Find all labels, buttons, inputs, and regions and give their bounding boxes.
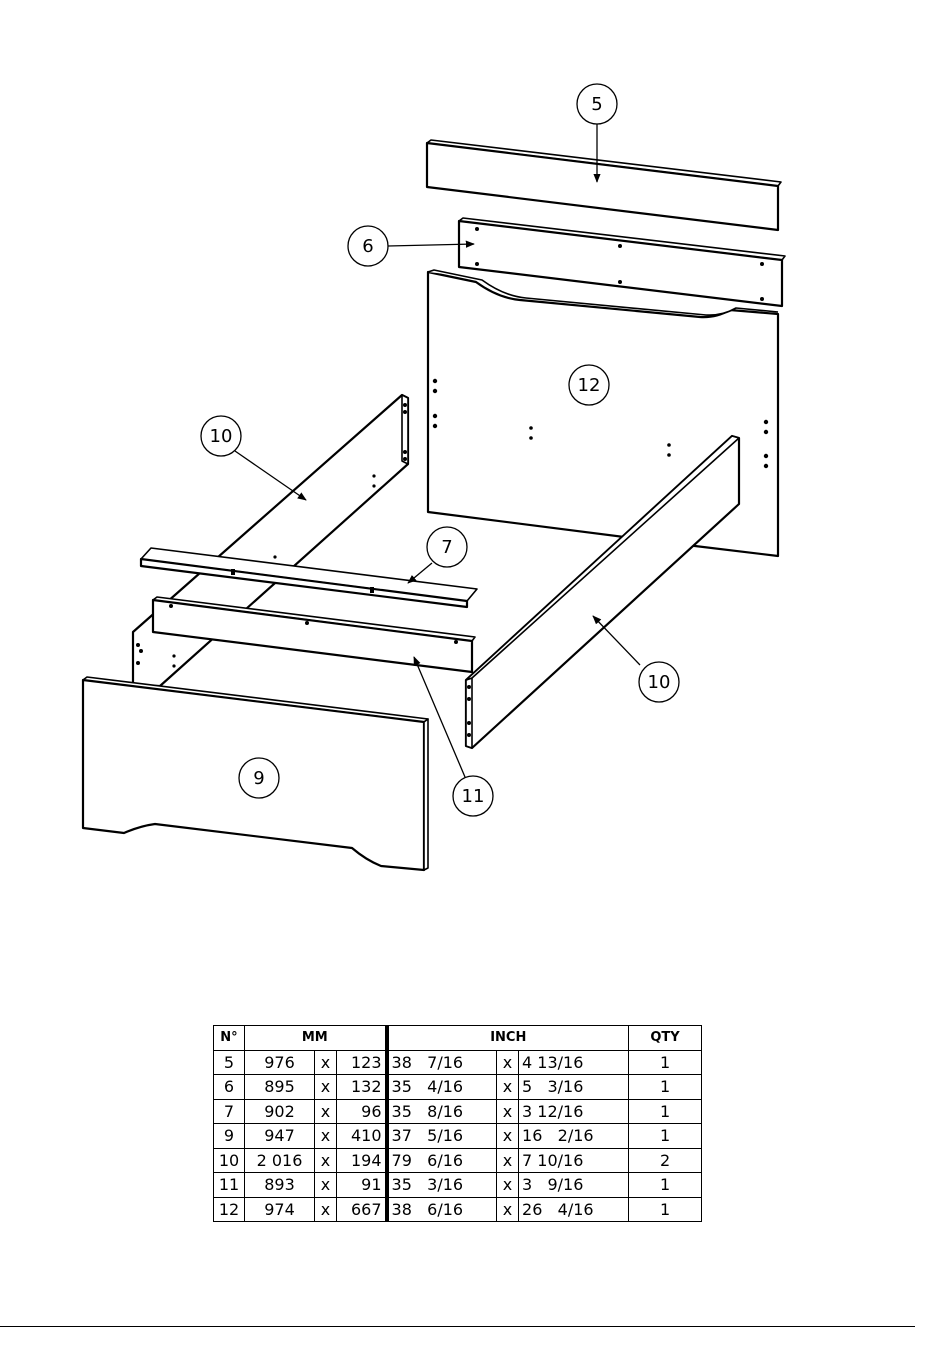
- header-inch: INCH: [387, 1026, 629, 1051]
- cell-in-a: 37 5/16: [387, 1124, 497, 1149]
- svg-text:7: 7: [441, 537, 452, 558]
- svg-text:5: 5: [591, 94, 602, 115]
- cell-mm-b: 123: [337, 1050, 387, 1075]
- cell-in-b: 5 3/16: [519, 1075, 629, 1100]
- cell-in-a: 79 6/16: [387, 1148, 497, 1173]
- cell-x1: x: [315, 1075, 337, 1100]
- cell-x2: x: [497, 1099, 519, 1124]
- cell-x2: x: [497, 1050, 519, 1075]
- cell-mm-b: 410: [337, 1124, 387, 1149]
- cell-mm-a: 947: [245, 1124, 315, 1149]
- cell-in-a: 38 6/16: [387, 1197, 497, 1222]
- cell-mm-a: 893: [245, 1173, 315, 1198]
- header-mm: MM: [245, 1026, 387, 1051]
- cell-in-b: 4 13/16: [519, 1050, 629, 1075]
- cell-in-b: 16 2/16: [519, 1124, 629, 1149]
- svg-text:10: 10: [648, 672, 671, 693]
- cell-x2: x: [497, 1173, 519, 1198]
- cell-qty: 1: [629, 1124, 702, 1149]
- cell-qty: 1: [629, 1099, 702, 1124]
- cell-x2: x: [497, 1148, 519, 1173]
- table-header-row: N° MM INCH QTY: [214, 1026, 702, 1051]
- cell-x2: x: [497, 1124, 519, 1149]
- cell-no: 10: [214, 1148, 245, 1173]
- cell-in-b: 26 4/16: [519, 1197, 629, 1222]
- cell-in-a: 35 4/16: [387, 1075, 497, 1100]
- cell-in-a: 38 7/16: [387, 1050, 497, 1075]
- cell-in-b: 7 10/16: [519, 1148, 629, 1173]
- cell-no: 9: [214, 1124, 245, 1149]
- header-no: N°: [214, 1026, 245, 1051]
- callout-part-5: 5: [577, 84, 617, 124]
- exploded-assembly-diagram: 5 6 12 10 7 10 9 11: [0, 0, 950, 900]
- cell-qty: 1: [629, 1075, 702, 1100]
- cell-x1: x: [315, 1124, 337, 1149]
- cell-in-a: 35 8/16: [387, 1099, 497, 1124]
- svg-text:9: 9: [253, 768, 264, 789]
- svg-text:6: 6: [362, 236, 373, 257]
- cell-mm-b: 91: [337, 1173, 387, 1198]
- svg-text:12: 12: [578, 375, 601, 396]
- cell-in-a: 35 3/16: [387, 1173, 497, 1198]
- cell-x2: x: [497, 1197, 519, 1222]
- cell-mm-b: 667: [337, 1197, 387, 1222]
- footer-divider: [0, 1326, 915, 1327]
- callout-part-12: 12: [569, 365, 609, 405]
- cell-x1: x: [315, 1050, 337, 1075]
- svg-text:11: 11: [462, 786, 485, 807]
- cell-mm-b: 132: [337, 1075, 387, 1100]
- cell-in-b: 3 12/16: [519, 1099, 629, 1124]
- top-rail: [427, 140, 781, 230]
- callout-part-10-right: 10: [639, 662, 679, 702]
- cell-no: 7: [214, 1099, 245, 1124]
- cell-in-b: 3 9/16: [519, 1173, 629, 1198]
- cell-x1: x: [315, 1099, 337, 1124]
- callout-part-6: 6: [348, 226, 388, 266]
- cell-no: 12: [214, 1197, 245, 1222]
- cell-x1: x: [315, 1197, 337, 1222]
- cell-x1: x: [315, 1173, 337, 1198]
- cell-mm-b: 96: [337, 1099, 387, 1124]
- cell-no: 5: [214, 1050, 245, 1075]
- callout-part-7: 7: [427, 527, 467, 567]
- cell-no: 6: [214, 1075, 245, 1100]
- cell-qty: 2: [629, 1148, 702, 1173]
- cell-mm-a: 2 016: [245, 1148, 315, 1173]
- callout-part-11: 11: [453, 776, 493, 816]
- cell-qty: 1: [629, 1197, 702, 1222]
- callout-part-9: 9: [239, 758, 279, 798]
- cell-qty: 1: [629, 1050, 702, 1075]
- callout-part-10-left: 10: [201, 416, 241, 456]
- svg-text:10: 10: [210, 426, 233, 447]
- header-qty: QTY: [629, 1026, 702, 1051]
- cell-mm-a: 895: [245, 1075, 315, 1100]
- cell-mm-a: 902: [245, 1099, 315, 1124]
- cell-x1: x: [315, 1148, 337, 1173]
- cell-x2: x: [497, 1075, 519, 1100]
- cell-mm-b: 194: [337, 1148, 387, 1173]
- cell-mm-a: 974: [245, 1197, 315, 1222]
- cell-qty: 1: [629, 1173, 702, 1198]
- cell-mm-a: 976: [245, 1050, 315, 1075]
- cell-no: 11: [214, 1173, 245, 1198]
- front-rail: [153, 597, 475, 672]
